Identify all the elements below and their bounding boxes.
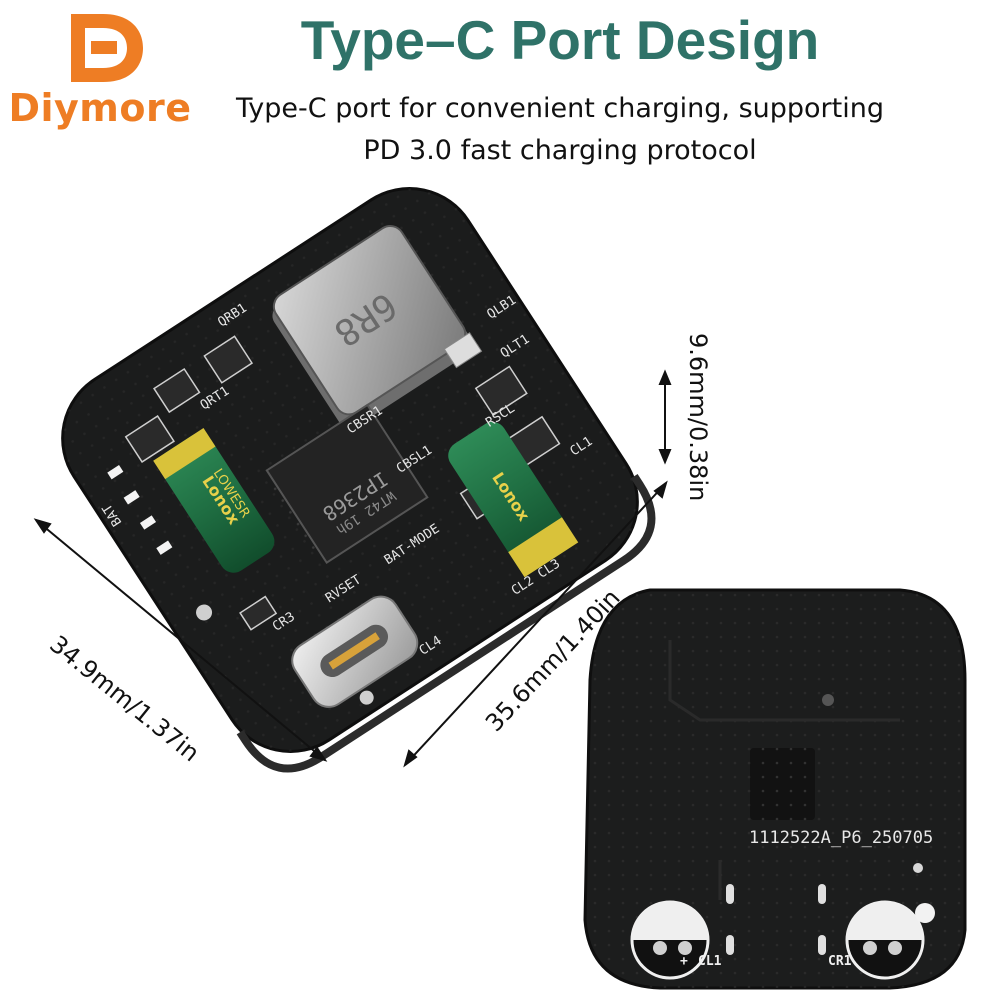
- page-subtitle: Type-C port for convenient charging, sup…: [230, 88, 890, 172]
- board-front: 6R8 IP2368 WT42 19h: [61, 187, 656, 773]
- brand-name: Diymore: [8, 86, 192, 130]
- height-dimension-label: 9.6mm/0.38in: [684, 333, 712, 502]
- back-label-cl1: CL1: [698, 954, 722, 969]
- subtitle-line-2: PD 3.0 fast charging protocol: [363, 135, 757, 166]
- subtitle-line-1: Type-C port for convenient charging, sup…: [236, 93, 884, 124]
- brand-logo: [8, 8, 203, 138]
- usb-c-port: [291, 595, 419, 708]
- inductor: 6R8: [272, 224, 483, 429]
- back-label-plus: +: [680, 954, 688, 969]
- capacitor-right: Lonox: [448, 421, 579, 578]
- page-title: Type–C Port Design: [300, 9, 820, 71]
- dimension-arrows: [33, 369, 672, 768]
- back-serial: 1112522A_P6_250705: [749, 828, 933, 848]
- diymore-logo-icon: [71, 14, 143, 82]
- board-back: 1112522A_P6_250705 CL1 CR1 +: [583, 588, 967, 990]
- main-ic: IP2368 WT42 19h: [263, 403, 429, 565]
- capacitor-left: Lonox LOWESR: [153, 428, 275, 573]
- back-label-cr1: CR1: [828, 954, 852, 969]
